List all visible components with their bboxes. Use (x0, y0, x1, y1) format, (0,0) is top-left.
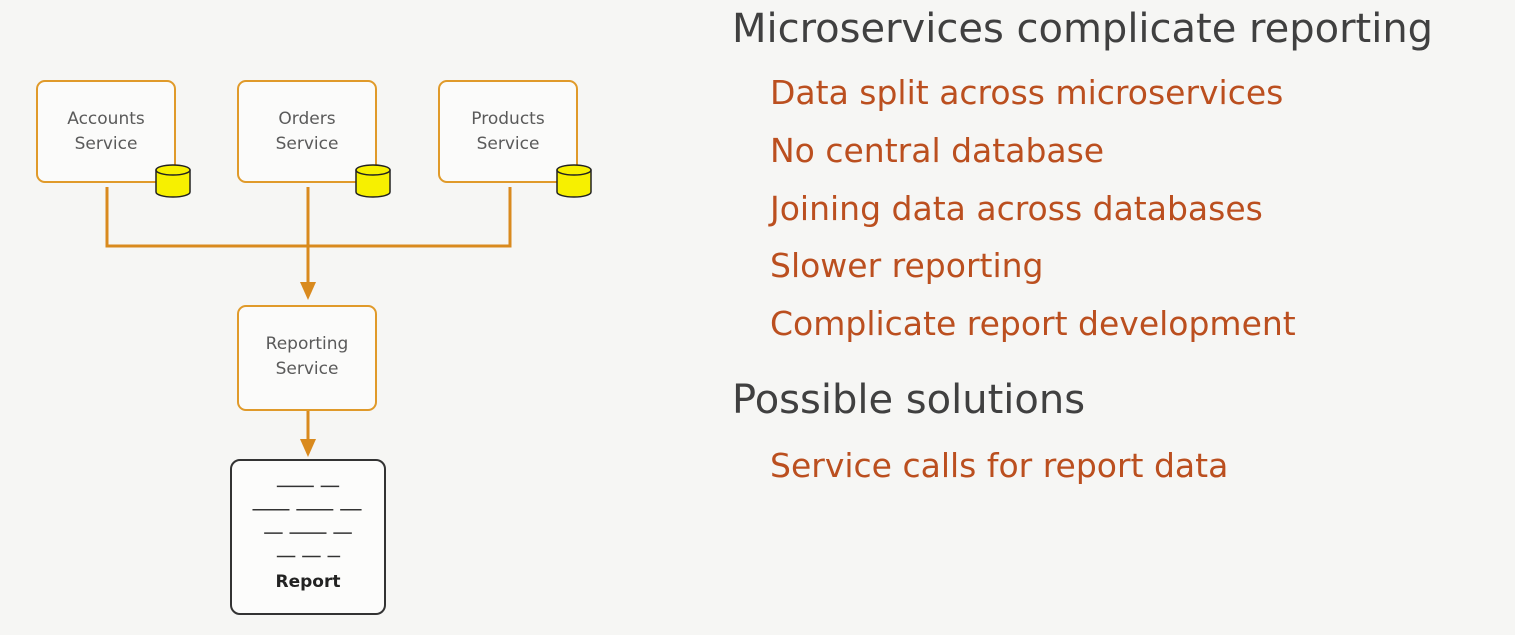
reporting-service-box: Reporting Service (237, 305, 377, 411)
report-lines-icon (252, 485, 362, 558)
bullet-item: Joining data across databases (770, 189, 1263, 228)
architecture-diagram: Accounts Service Orders Service Products… (0, 0, 700, 635)
bullet-item: No central database (770, 131, 1105, 170)
arrow-down-icon (300, 282, 316, 300)
database-icon (556, 164, 592, 198)
bullet-item: Data split across microservices (770, 73, 1284, 112)
orders-service-box: Orders Service (237, 80, 377, 183)
reporting-service-label: Reporting Service (265, 334, 349, 379)
arrow-down-icon (300, 439, 316, 457)
report-label: Report (275, 572, 341, 592)
heading-possible-solutions: Possible solutions (732, 377, 1086, 423)
bullet-item: Service calls for report data (770, 446, 1229, 485)
bullet-item: Slower reporting (770, 246, 1044, 285)
connector-lines (105, 187, 512, 457)
report-document: Report (230, 459, 386, 615)
products-service-label: Products Service (471, 109, 545, 154)
bullet-item: Complicate report development (770, 304, 1296, 343)
products-service-box: Products Service (438, 80, 578, 183)
accounts-service-label: Accounts Service (67, 109, 145, 154)
orders-service-label: Orders Service (275, 109, 339, 154)
database-icon (355, 164, 391, 198)
accounts-service-box: Accounts Service (36, 80, 176, 183)
heading-microservices: Microservices complicate reporting (732, 6, 1434, 52)
database-icon (155, 164, 191, 198)
